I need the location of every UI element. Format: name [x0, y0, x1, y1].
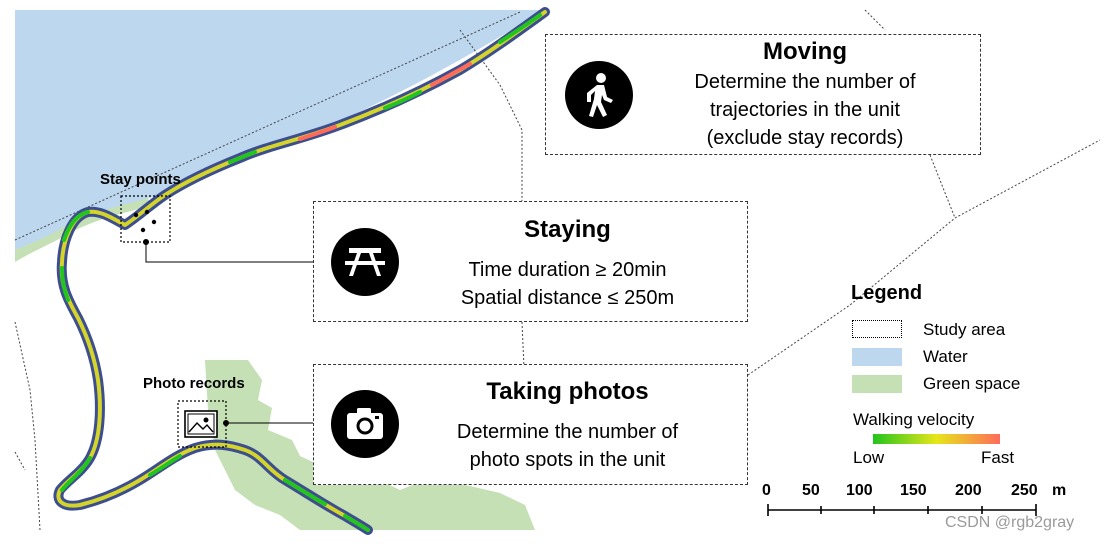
stay-point: [133, 212, 139, 218]
legend-label-green-space: Green space: [923, 374, 1021, 393]
staying-title: Staying: [524, 216, 611, 243]
scale-tick-150: 150: [900, 482, 927, 499]
legend-label-water: Water: [923, 347, 968, 366]
walking-person-icon: [565, 61, 633, 129]
legend-title: Legend: [851, 282, 923, 304]
moving-title: Moving: [763, 38, 847, 65]
legend-swatch-study-area: [852, 320, 902, 338]
photo-records-label: Photo records: [143, 375, 245, 392]
stay-point: [140, 227, 146, 233]
stay-point: [151, 219, 157, 225]
taking-photos-title: Taking photos: [486, 378, 649, 405]
water-area: [15, 10, 545, 250]
taking-photos-line-1: Determine the number of: [456, 421, 679, 443]
trajectory-velocity-line: [56, 10, 547, 532]
watermark: CSDN @rgb2gray: [945, 514, 1075, 531]
scale-unit: m: [1052, 482, 1067, 499]
scale-tick-200: 200: [955, 482, 982, 499]
photo-records-box: [177, 400, 227, 448]
shoreline-green-space: [15, 198, 150, 262]
moving-line-2: trajectories in the unit: [709, 99, 901, 121]
legend-label-study-area: Study area: [923, 320, 1006, 339]
velocity-fast-label: Fast: [981, 448, 1015, 467]
velocity-accents: [60, 13, 542, 532]
staying-line-1: Time duration ≥ 20min: [468, 259, 667, 281]
image-icon: [184, 410, 218, 438]
legend-swatch-water: [852, 348, 902, 366]
green-space-area: [460, 520, 520, 530]
green-space-area: [205, 360, 535, 530]
scale-bar: [767, 504, 1037, 516]
stay-points-label: Stay points: [100, 171, 181, 188]
stay-points-box: [120, 195, 171, 243]
moving-line-1: Determine the number of: [694, 71, 916, 93]
stay-connector-line: [145, 242, 314, 263]
stay-point: [144, 209, 150, 215]
velocity-low-label: Low: [853, 448, 885, 467]
velocity-gradient-bar: [873, 434, 1000, 444]
scale-tick-0: 0: [762, 482, 771, 499]
scale-tick-100: 100: [846, 482, 873, 499]
scale-tick-250: 250: [1011, 482, 1038, 499]
scale-tick-50: 50: [802, 482, 820, 499]
legend-swatch-green-space: [852, 375, 902, 393]
taking-photos-line-2: photo spots in the unit: [469, 449, 666, 471]
staying-line-2: Spatial distance ≤ 250m: [460, 287, 675, 309]
camera-icon: [331, 390, 399, 458]
picnic-table-icon: [331, 228, 399, 296]
boundary-lines: [14, 9, 1101, 531]
velocity-title: Walking velocity: [853, 410, 975, 429]
moving-line-3: (exclude stay records): [706, 127, 904, 149]
